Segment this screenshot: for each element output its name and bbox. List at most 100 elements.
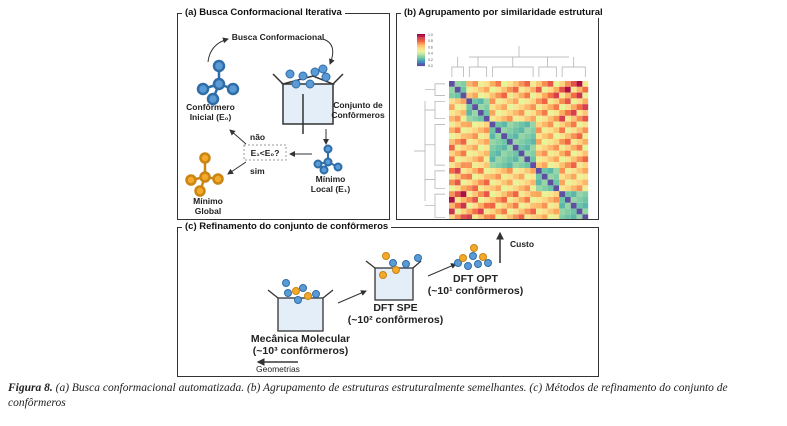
heatmap-cell: [553, 139, 560, 145]
heatmap-cell: [541, 179, 548, 186]
heatmap-cell: [449, 208, 455, 215]
heatmap-cell: [507, 144, 513, 151]
colorbar-segment: [417, 40, 425, 43]
heatmap-cell: [478, 127, 484, 134]
heatmap-cell: [547, 121, 554, 128]
colorbar-segment: [417, 62, 425, 65]
heatmap-cell: [449, 144, 455, 151]
heatmap-cell: [454, 185, 461, 192]
panel-a-diagram: [185, 37, 344, 197]
heatmap-cell: [478, 86, 484, 93]
heatmap-cell: [559, 86, 565, 93]
heatmap-cell: [530, 139, 536, 145]
heatmap-cell: [449, 156, 455, 163]
heatmap-cell: [570, 115, 577, 122]
panel-a-title: (a) Busca Conformacional Iterativa: [182, 7, 345, 18]
heatmap-cell: [541, 191, 548, 197]
heatmap-cell: [454, 81, 461, 87]
heatmap-cell: [530, 133, 536, 139]
colorbar-segment: [417, 42, 425, 44]
heatmap-cell: [518, 150, 525, 157]
heatmap-cell: [547, 179, 554, 186]
heatmap-cell: [460, 110, 467, 116]
heatmap-cell: [501, 173, 507, 180]
heatmap-cell: [547, 86, 554, 93]
heatmap-cell: [466, 179, 473, 186]
heatmap-cell: [449, 179, 455, 186]
heatmap-cell: [460, 133, 467, 139]
heatmap-cell: [553, 144, 560, 151]
heatmap-cell: [524, 86, 531, 93]
heatmap-cell: [570, 202, 577, 209]
heatmap-cell: [524, 121, 531, 128]
heatmap-cell: [495, 104, 502, 110]
heatmap-cell: [559, 127, 565, 134]
heatmap-cell: [570, 144, 577, 151]
heatmap-cell: [466, 127, 473, 134]
heatmap-cell: [541, 121, 548, 128]
heatmap-cell: [460, 208, 467, 215]
heatmap-cell: [489, 156, 496, 163]
arrow-search-start: [207, 37, 229, 63]
heatmap-cell: [541, 208, 548, 215]
heatmap-cell: [472, 173, 478, 180]
heatmap-cell: [507, 208, 513, 215]
heatmap-cell: [495, 150, 502, 157]
colorbar-segment: [417, 64, 425, 67]
heatmap-cell: [512, 162, 519, 168]
heatmap-cell: [501, 144, 507, 151]
heatmap-cell: [541, 98, 548, 105]
heatmap-cell: [478, 162, 484, 168]
colorbar-segment: [417, 56, 425, 59]
spe-label: DFT SPE(~10² confôrmeros): [328, 302, 463, 326]
heatmap-cell: [501, 139, 507, 145]
heatmap-cell: [507, 162, 513, 168]
heatmap-cell: [512, 168, 519, 174]
heatmap-cell: [483, 121, 490, 128]
heatmap-cell: [460, 168, 467, 174]
heatmap-cell: [507, 202, 513, 209]
heatmap-cell: [541, 92, 548, 99]
heatmap-cell: [565, 139, 571, 145]
heatmap-cell: [478, 144, 484, 151]
colorbar-tick: 0.4: [428, 52, 433, 56]
heatmap-cell: [449, 173, 455, 180]
heatmap-cell: [576, 185, 583, 192]
heatmap-cell: [570, 104, 577, 110]
heatmap-cell: [536, 208, 542, 215]
heatmap-cell: [495, 156, 502, 163]
heatmap-cell: [495, 144, 502, 151]
heatmap-cell: [460, 156, 467, 163]
heatmap-cell: [553, 208, 560, 215]
heatmap-cell: [582, 185, 589, 192]
heatmap-cell: [553, 185, 560, 192]
mm-label: Mecânica Molecular(~10³ confôrmeros): [233, 333, 368, 357]
heatmap-cell: [541, 104, 548, 110]
heatmap-cell: [478, 115, 484, 122]
heatmap-cell: [466, 214, 473, 219]
heatmap-cell: [489, 162, 496, 168]
heatmap-cell: [472, 150, 478, 157]
heatmap-cell: [524, 214, 531, 219]
heatmap-cell: [460, 179, 467, 186]
heatmap-cell: [565, 115, 571, 122]
heatmap-cell: [466, 110, 473, 116]
heatmap-cell: [495, 133, 502, 139]
heatmap-cell: [466, 191, 473, 197]
heatmap-cell: [507, 98, 513, 105]
heatmap-cell: [483, 98, 490, 105]
heatmap-cell: [483, 110, 490, 116]
heatmap-cell: [524, 104, 531, 110]
heatmap-cell: [553, 191, 560, 197]
heatmap-cell: [507, 214, 513, 219]
heatmap-cell: [507, 197, 513, 203]
heatmap-cell: [536, 185, 542, 192]
heatmap-cell: [570, 110, 577, 116]
heatmap-cell: [524, 191, 531, 197]
cost-label: Custo: [510, 239, 535, 249]
heatmap-cell: [576, 115, 583, 122]
heatmap-cell: [483, 133, 490, 139]
heatmap-cell: [541, 150, 548, 157]
colorbar-tick: 0.6: [428, 45, 433, 49]
